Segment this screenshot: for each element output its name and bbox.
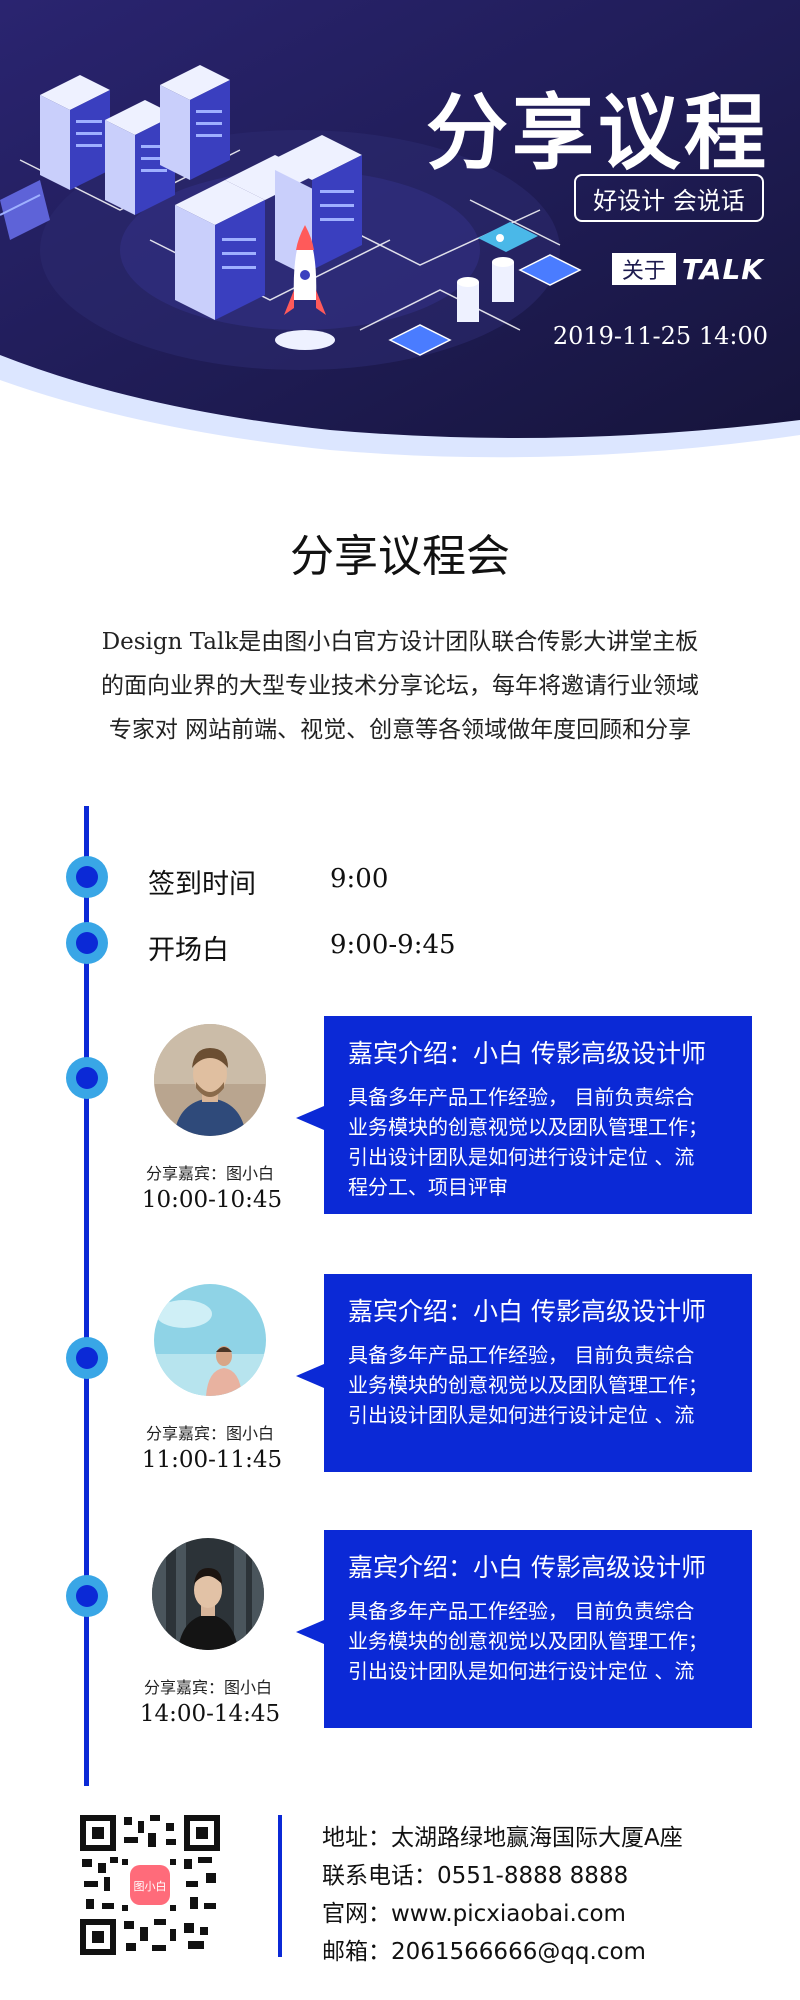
guest-caption: 分享嘉宾：图小白 <box>145 1164 274 1183</box>
timeline-dot <box>66 1057 108 1099</box>
header-datetime: 2019-11-25 14:00 <box>552 322 768 350</box>
guest-card-line: 具备多年产品工作经验， 目前负责综合 <box>348 1085 695 1109</box>
intro-line: Design Talk是由图小白官方设计团队联合传影大讲堂主板 <box>101 629 699 655</box>
header-slogan: 好设计 会说话 <box>574 174 764 222</box>
timeline-dot <box>66 1337 108 1379</box>
rocket-icon <box>275 225 335 350</box>
header-title: 分享议程 <box>425 86 770 181</box>
guest-avatar <box>154 1284 266 1396</box>
qr-center-label: 图小白 <box>134 1879 167 1893</box>
guest-avatar <box>152 1538 264 1650</box>
qr-code: 图小白 <box>80 1815 220 1955</box>
footer-email[interactable]: 邮箱：2061566666@qq.com <box>322 1939 646 1965</box>
schedule-label: 签到时间 <box>148 869 256 900</box>
server-icon <box>40 75 110 190</box>
guest-time: 10:00-10:45 <box>141 1187 283 1213</box>
guest-card-title: 嘉宾介绍：小白 传影高级设计师 <box>348 1297 706 1326</box>
guest-time: 14:00-14:45 <box>139 1701 281 1727</box>
cylinder-icon <box>457 257 514 322</box>
footer-address: 地址：太湖路绿地赢海国际大厦A座 <box>322 1825 683 1851</box>
guest-card-title: 嘉宾介绍：小白 传影高级设计师 <box>348 1553 706 1582</box>
guest-card-line: 业务模块的创意视觉以及团队管理工作； <box>348 1115 708 1139</box>
guest-card: 嘉宾介绍：小白 传影高级设计师 具备多年产品工作经验， 目前负责综合 业务模块的… <box>296 1274 752 1472</box>
intro-line: 专家对 网站前端、视觉、创意等各领域做年度回顾和分享 <box>108 717 692 743</box>
guest-card-line: 程分工、项目评审 <box>348 1175 508 1199</box>
laptop-icon <box>0 180 50 240</box>
timeline-dot <box>66 1575 108 1617</box>
footer-divider <box>278 1815 282 1957</box>
guest-card-line: 业务模块的创意视觉以及团队管理工作； <box>348 1373 708 1397</box>
guest-time: 11:00-11:45 <box>141 1447 283 1473</box>
header-banner: 分享议程 好设计 会说话 关于 TALK 2019-11-25 14:00 <box>0 0 800 470</box>
guest-card: 嘉宾介绍：小白 传影高级设计师 具备多年产品工作经验， 目前负责综合 业务模块的… <box>296 1016 752 1214</box>
intro-line: 的面向业界的大型专业技术分享论坛，每年将邀请行业领域 <box>101 673 699 699</box>
screen-icon <box>478 222 538 252</box>
guest-caption: 分享嘉宾：图小白 <box>143 1678 272 1697</box>
chip-icon <box>388 254 582 356</box>
guest-card-line: 引出设计团队是如何进行设计定位 、流 <box>348 1659 695 1683</box>
server-icon <box>175 180 265 320</box>
timeline-dot <box>66 922 108 964</box>
guest-card-title: 嘉宾介绍：小白 传影高级设计师 <box>348 1039 706 1068</box>
talk-label: TALK <box>681 252 764 286</box>
schedule-time: 9:00-9:45 <box>330 930 456 960</box>
guest-avatar <box>154 1024 266 1136</box>
guest-caption: 分享嘉宾：图小白 <box>145 1424 274 1443</box>
footer-website[interactable]: 官网：www.picxiaobai.com <box>322 1901 626 1927</box>
schedule-label: 开场白 <box>148 935 229 966</box>
header-illustration <box>0 0 800 470</box>
guest-card: 嘉宾介绍：小白 传影高级设计师 具备多年产品工作经验， 目前负责综合 业务模块的… <box>296 1530 752 1728</box>
about-label: 关于 <box>611 253 676 285</box>
guest-card-line: 引出设计团队是如何进行设计定位 、流 <box>348 1145 695 1169</box>
intro-title: 分享议程会 <box>290 531 510 582</box>
guest-card-line: 引出设计团队是如何进行设计定位 、流 <box>348 1403 695 1427</box>
header-talk-tag: 关于 TALK <box>611 252 764 286</box>
guest-card-line: 业务模块的创意视觉以及团队管理工作； <box>348 1629 708 1653</box>
timeline-line <box>84 806 89 1786</box>
server-icon <box>225 135 362 280</box>
guest-card-line: 具备多年产品工作经验， 目前负责综合 <box>348 1343 695 1367</box>
schedule-time: 9:00 <box>330 864 389 894</box>
server-icon <box>160 65 230 180</box>
timeline-dot <box>66 856 108 898</box>
guest-card-line: 具备多年产品工作经验， 目前负责综合 <box>348 1599 695 1623</box>
intro-text: Design Talk是由图小白官方设计团队联合传影大讲堂主板 的面向业界的大型… <box>60 620 740 752</box>
footer-phone: 联系电话：0551-8888 8888 <box>322 1863 629 1889</box>
